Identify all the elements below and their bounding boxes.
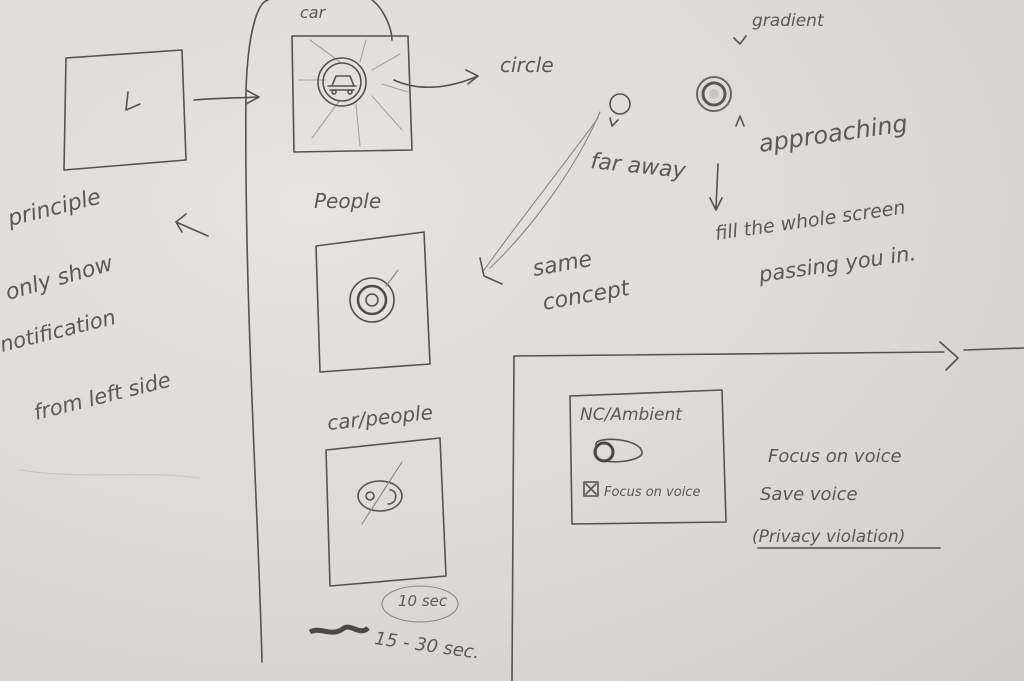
scribble-out [308,624,370,635]
label-circle: circle [500,53,554,77]
people-screen-sketch [315,231,431,373]
arrow-approach [735,115,745,127]
label-same: same [531,247,594,282]
car-people-screen-sketch [325,437,447,587]
label-save-voice: Save voice [760,484,858,505]
watch-screen-sketch [63,49,187,171]
label-car: car [300,3,327,22]
arrow-to-circle [393,69,479,89]
label-approaching: approaching [757,109,909,158]
far-circle [609,93,631,115]
arrow-far [609,117,619,127]
note-only-show: only show [3,251,117,306]
note-from-left-side: from left side [31,368,173,425]
label-privacy-violation: (Privacy violation) [752,527,905,547]
note-principle: principle [4,185,103,232]
vertical-divider [245,0,393,663]
label-focus-on-voice: Focus on voice [768,446,902,467]
sweep-arrow [479,111,601,285]
checkbox-sketch [583,481,599,497]
label-car-people: car/people [326,400,434,435]
label-fill-whole-screen: fill the whole screen [714,196,907,244]
label-concept: concept [541,276,633,316]
label-gradient: gradient [752,11,825,31]
ten-sec-bubble [381,585,459,623]
label-far-away: far away [589,149,687,184]
label-fifteen-thirty-sec: 15 - 30 sec. [373,628,480,663]
gradient-circle [696,76,732,112]
arrow-gradient [733,35,747,45]
label-ten-sec: 10 sec [398,592,448,610]
label-people: People [314,189,381,213]
settings-card-sketch [569,389,727,525]
car-screen-sketch [291,35,413,153]
note-notification: notification [0,305,118,357]
label-passing-you-in: passing you in. [756,241,917,287]
toggle-switch-sketch [593,438,643,463]
label-nc-ambient: NC/Ambient [580,405,683,425]
arrow-to-car [193,89,260,105]
panel-divider [511,341,1024,681]
arrow-down [709,163,723,211]
label-focus-voice-checkbox: Focus on voice [604,485,700,500]
arrow-to-notes [175,213,209,237]
